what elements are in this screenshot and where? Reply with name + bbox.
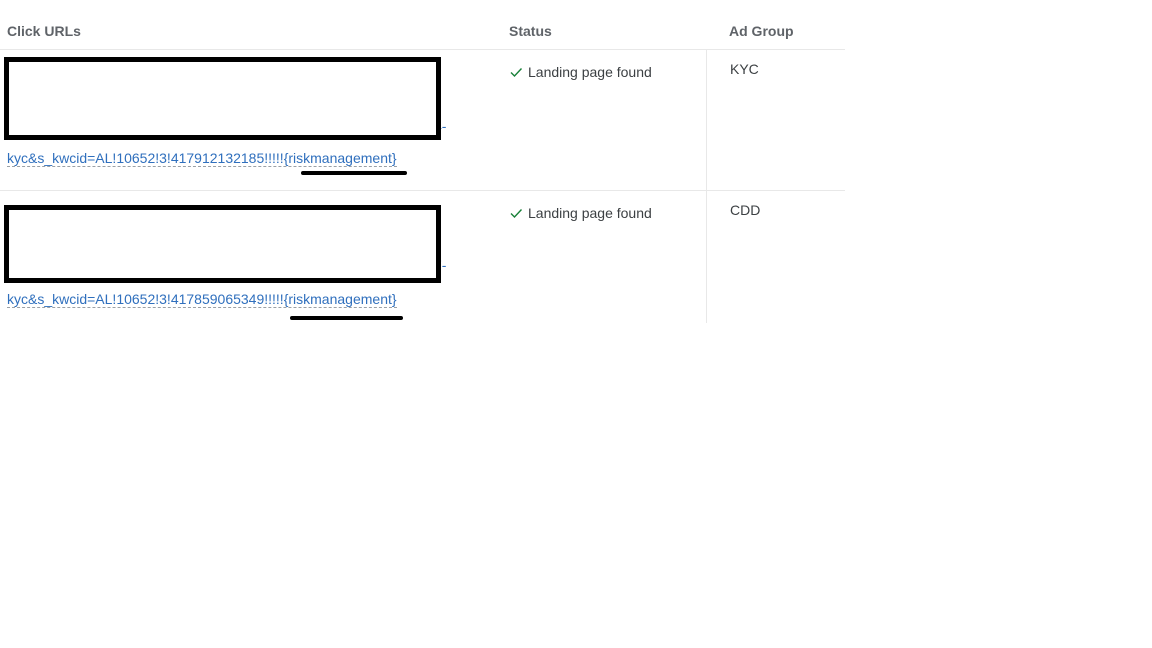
table-row: 4- kyc&s_kwcid=AL!10652!3!417912132185!!… [0, 50, 845, 191]
status-cell: Landing page found [509, 204, 652, 222]
redaction-box [4, 57, 441, 140]
checkmark-icon [510, 209, 523, 219]
column-divider [706, 191, 707, 323]
table-header: Click URLs Status Ad Group [0, 0, 845, 50]
underline-annotation [301, 171, 407, 175]
status-cell: Landing page found [509, 63, 652, 81]
header-status[interactable]: Status [509, 23, 552, 39]
checkmark-icon [510, 68, 523, 78]
click-url-text[interactable]: kyc&s_kwcid=AL!10652!3!417912132185!!!!!… [7, 150, 397, 167]
ad-group-cell[interactable]: KYC [730, 61, 759, 77]
status-text: Landing page found [528, 64, 652, 80]
click-url-link[interactable]: kyc&s_kwcid=AL!10652!3!417859065349!!!!!… [7, 288, 397, 310]
ad-group-cell[interactable]: CDD [730, 202, 761, 218]
header-ad-group[interactable]: Ad Group [729, 23, 794, 39]
click-url-text[interactable]: kyc&s_kwcid=AL!10652!3!417859065349!!!!!… [7, 291, 397, 308]
header-click-urls[interactable]: Click URLs [7, 23, 81, 39]
redaction-box [4, 205, 441, 283]
column-divider [706, 50, 707, 190]
status-text: Landing page found [528, 205, 652, 221]
table-row: 7- kyc&s_kwcid=AL!10652!3!417859065349!!… [0, 191, 845, 331]
underline-annotation [290, 316, 403, 320]
click-url-link[interactable]: kyc&s_kwcid=AL!10652!3!417912132185!!!!!… [7, 147, 397, 169]
click-urls-table: Click URLs Status Ad Group 4- kyc&s_kwci… [0, 0, 845, 331]
